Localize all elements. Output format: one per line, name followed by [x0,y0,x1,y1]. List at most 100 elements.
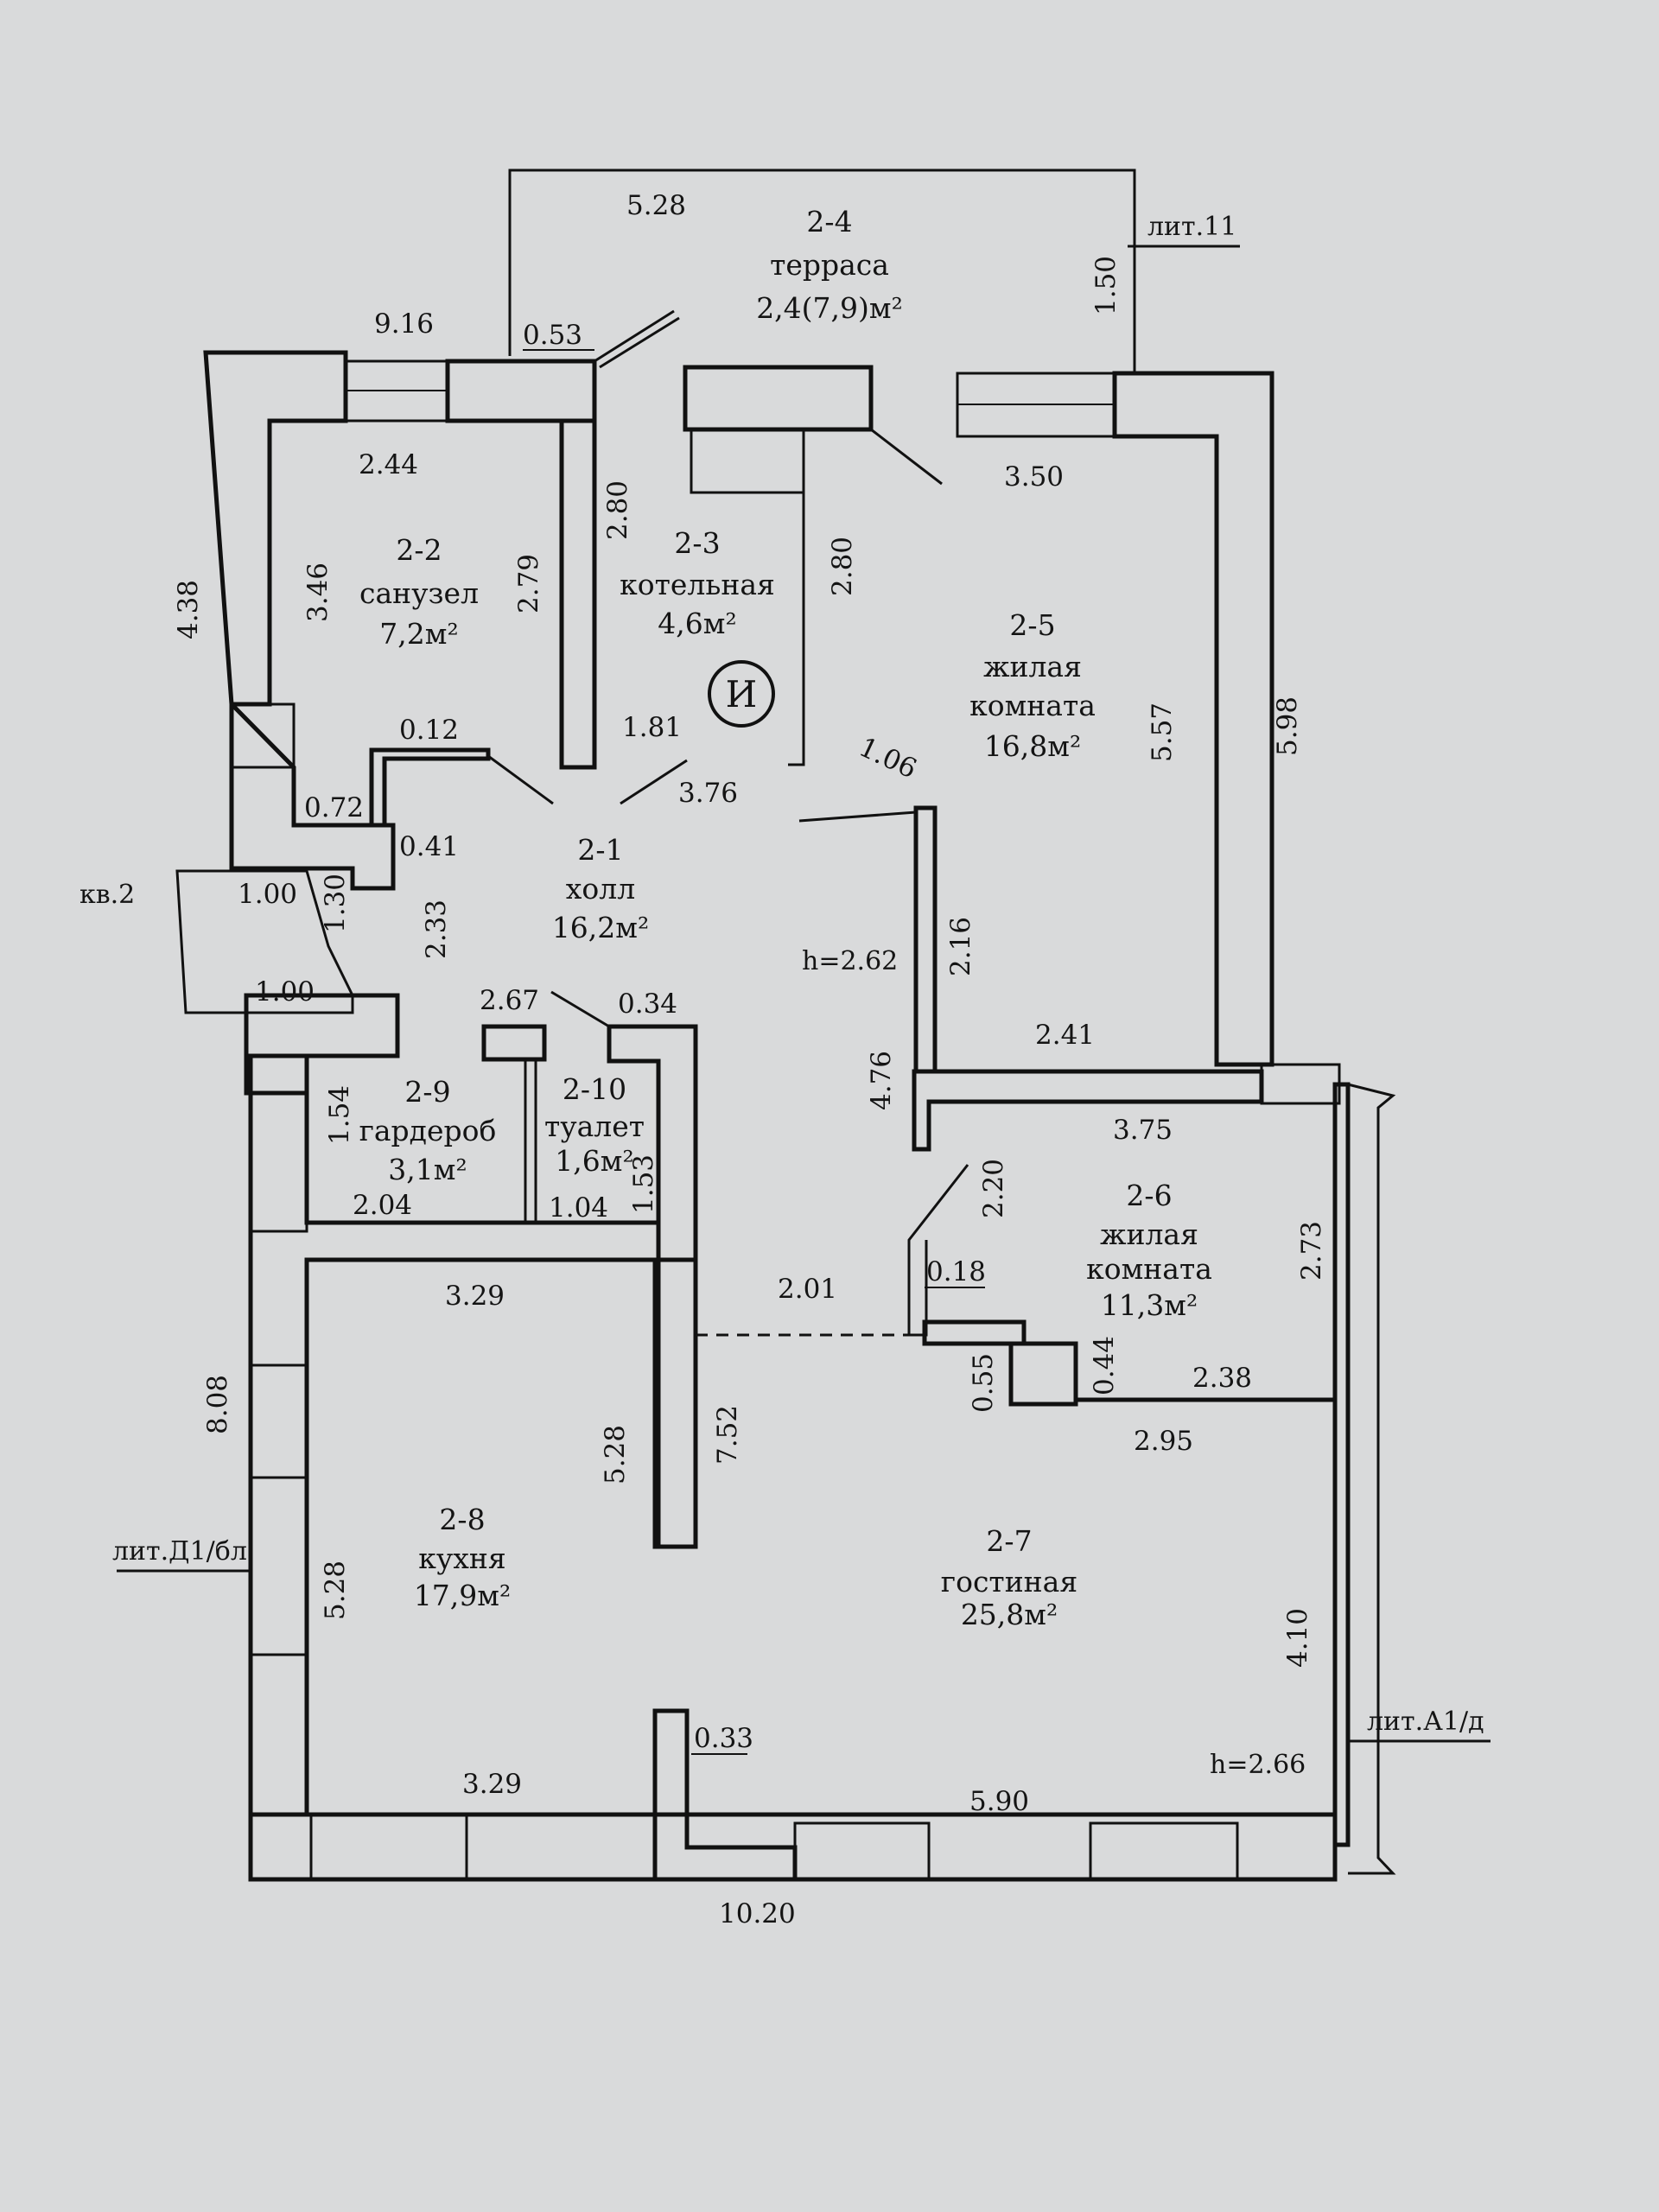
dim-2-16: 2.16 [945,917,976,976]
dim-5-28-top: 5.28 [626,190,686,221]
wall-boiler-top [683,365,874,432]
dim-2-67: 2.67 [480,985,539,1016]
dim-2-01: 2.01 [778,1274,837,1305]
dim-4-76: 4.76 [866,1051,897,1110]
wall-room-2-5-bottom [912,1069,1264,1152]
window-left-3 [249,1363,308,1479]
boiler-icon [708,660,775,728]
door-boiler [620,759,688,805]
room-2-10-name: туалет [544,1109,645,1143]
dim-5-90: 5.90 [969,1786,1029,1817]
dim-5-28-a: 5.28 [600,1425,631,1484]
wall-room-2-5-left [913,805,938,1074]
boiler-symbol: И [726,673,758,715]
dim-0-53: 0.53 [523,320,582,351]
dim-0-33: 0.33 [694,1723,753,1754]
dim-0-34: 0.34 [618,988,677,1020]
wall-wardrobe-top [244,993,400,1096]
room-2-1-area: 16,2м² [552,911,649,944]
room-2-6-name-2: комната [1086,1252,1212,1286]
room-2-5-area: 16,8м² [984,729,1081,763]
room-2-2-name: санузел [359,576,479,610]
room-2-2-area: 7,2м² [379,617,458,651]
note-lit-d1: лит.Д1/бл [112,1536,247,1567]
wall-kitchen-partition [652,1257,698,1549]
room-2-5-name-2: комната [969,689,1096,722]
room-2-9-area: 3,1м² [388,1153,467,1186]
wall-partition-sanuzel-boiler [559,418,597,770]
dim-2-73: 2.73 [1296,1221,1327,1281]
wall-boiler-right [788,429,805,766]
room-2-7-number: 2-7 [986,1524,1032,1558]
room-2-3-number: 2-3 [674,526,720,560]
dim-1-81: 1.81 [622,712,682,743]
dim-2-20: 2.20 [978,1159,1009,1218]
dim-3-29-a: 3.29 [445,1281,505,1312]
room-2-6-name-1: жилая [1100,1217,1198,1251]
room-2-1-number: 2-1 [577,833,623,867]
dim-3-29-b: 3.29 [462,1769,522,1800]
note-kv-2: кв.2 [79,880,135,910]
door-sanuzel [487,754,554,805]
wall-hall-nook [369,747,491,828]
door-terrace-2 [599,316,680,369]
window-bottom-2 [793,1821,931,1881]
room-2-8-name: кухня [418,1541,505,1575]
dim-0-41: 0.41 [399,831,459,862]
dim-0-12: 0.12 [399,715,459,746]
room-2-4-name: терраса [770,248,889,282]
room-2-3-name: котельная [620,568,775,601]
dim-5-57: 5.57 [1147,702,1178,762]
window-bottom-1 [309,1813,468,1881]
note-lit-a1: лит.А1/д [1367,1707,1484,1737]
door-terrace [594,309,675,363]
dim-2-44: 2.44 [359,449,418,480]
dim-1-53: 1.53 [628,1154,659,1214]
dim-1-54: 1.54 [324,1085,355,1145]
dim-1-50: 1.50 [1090,256,1122,315]
room-2-6-number: 2-6 [1126,1179,1172,1212]
wall-wc-stub [481,1024,547,1062]
terrace-outline [508,168,1136,373]
wall-room-2-6-pillar [1008,1341,1078,1407]
dim-2-95: 2.95 [1134,1426,1193,1457]
room-2-7-name: гостиная [941,1565,1077,1599]
dim-1-04: 1.04 [549,1192,608,1224]
wall-bottom-outer [248,1812,1338,1882]
room-2-8-area: 17,9м² [414,1579,511,1612]
window-left-2 [249,1091,308,1233]
dim-0-18: 0.18 [926,1256,986,1287]
dim-1-00-a: 1.00 [238,879,297,910]
dim-9-16: 9.16 [374,308,434,340]
dim-0-72: 0.72 [304,792,364,823]
window-bottom-3 [1089,1821,1239,1881]
room-2-6-area: 11,3м² [1101,1288,1198,1322]
dim-2-41: 2.41 [1035,1020,1095,1051]
dim-1-30: 1.30 [320,874,351,933]
walls [175,168,1396,1882]
dim-3-75: 3.75 [1113,1115,1173,1146]
wall-upper-left [203,350,348,707]
wall-upper-right [1112,371,1274,1067]
dim-4-10: 4.10 [1282,1608,1313,1668]
wall-boiler-inner [690,429,804,494]
room-2-5-number: 2-5 [1009,608,1055,642]
wall-lower-right [1332,1082,1351,1847]
dim-3-76: 3.76 [678,778,738,809]
dim-1-06: 1.06 [855,732,922,785]
note-ceiling-2-62: h=2.62 [802,946,898,976]
dim-2-79: 2.79 [513,554,544,613]
wall-room-2-6-left [907,1164,969,1337]
dim-0-55: 0.55 [968,1353,999,1413]
dim-2-04: 2.04 [353,1190,412,1221]
dim-2-38: 2.38 [1192,1363,1252,1394]
dim-5-28-b: 5.28 [320,1560,351,1620]
dim-2-80-b: 2.80 [827,537,858,596]
dim-1-00-b: 1.00 [255,976,315,1007]
room-2-7-area: 25,8м² [961,1598,1058,1631]
wall-lower-right-outer [1347,1083,1396,1875]
dim-10-20: 10.20 [719,1898,796,1929]
wall-top-sanuzel [445,359,597,423]
